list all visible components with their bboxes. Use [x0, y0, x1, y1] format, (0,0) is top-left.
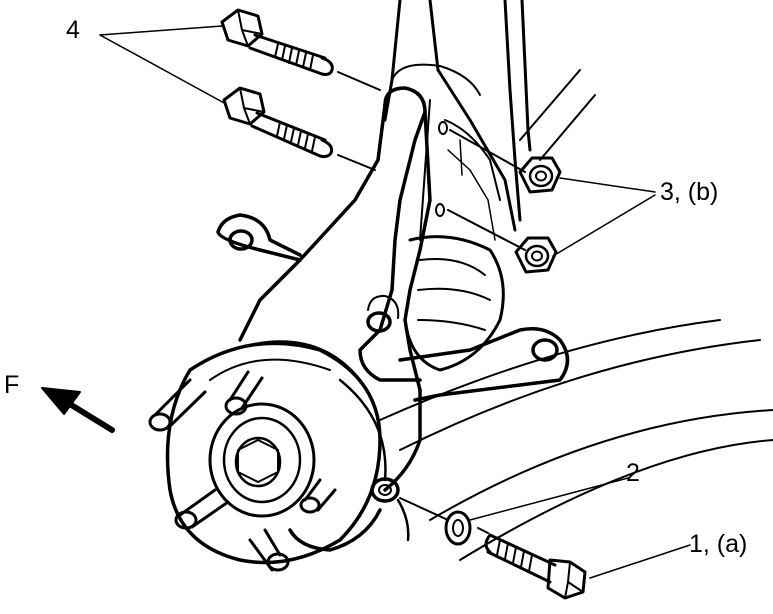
- cv-boot: [403, 235, 505, 372]
- background-lines: [379, 69, 773, 561]
- front-arrow-icon: [41, 387, 115, 433]
- nut-lower: [514, 236, 558, 274]
- leader-lines: [99, 25, 691, 579]
- callout-lower-bolt: 1, (a): [689, 530, 748, 558]
- front-direction-label: F: [4, 371, 20, 399]
- upper-bolt-1: [220, 8, 334, 76]
- strut-assembly: [383, 0, 532, 241]
- nut-upper: [518, 156, 562, 194]
- lower-bolt: [484, 533, 587, 600]
- callout-upper-bolts: 4: [66, 16, 80, 44]
- washer: [444, 510, 472, 546]
- upper-bolt-2: [222, 86, 334, 159]
- callout-nuts: 3, (b): [660, 178, 719, 206]
- wheel-hub: [148, 340, 387, 572]
- bolt-alignment-lines: [337, 71, 526, 534]
- callout-washer: 2: [626, 459, 640, 487]
- wheel-studs: [148, 370, 337, 572]
- steering-knuckle: [216, 86, 570, 552]
